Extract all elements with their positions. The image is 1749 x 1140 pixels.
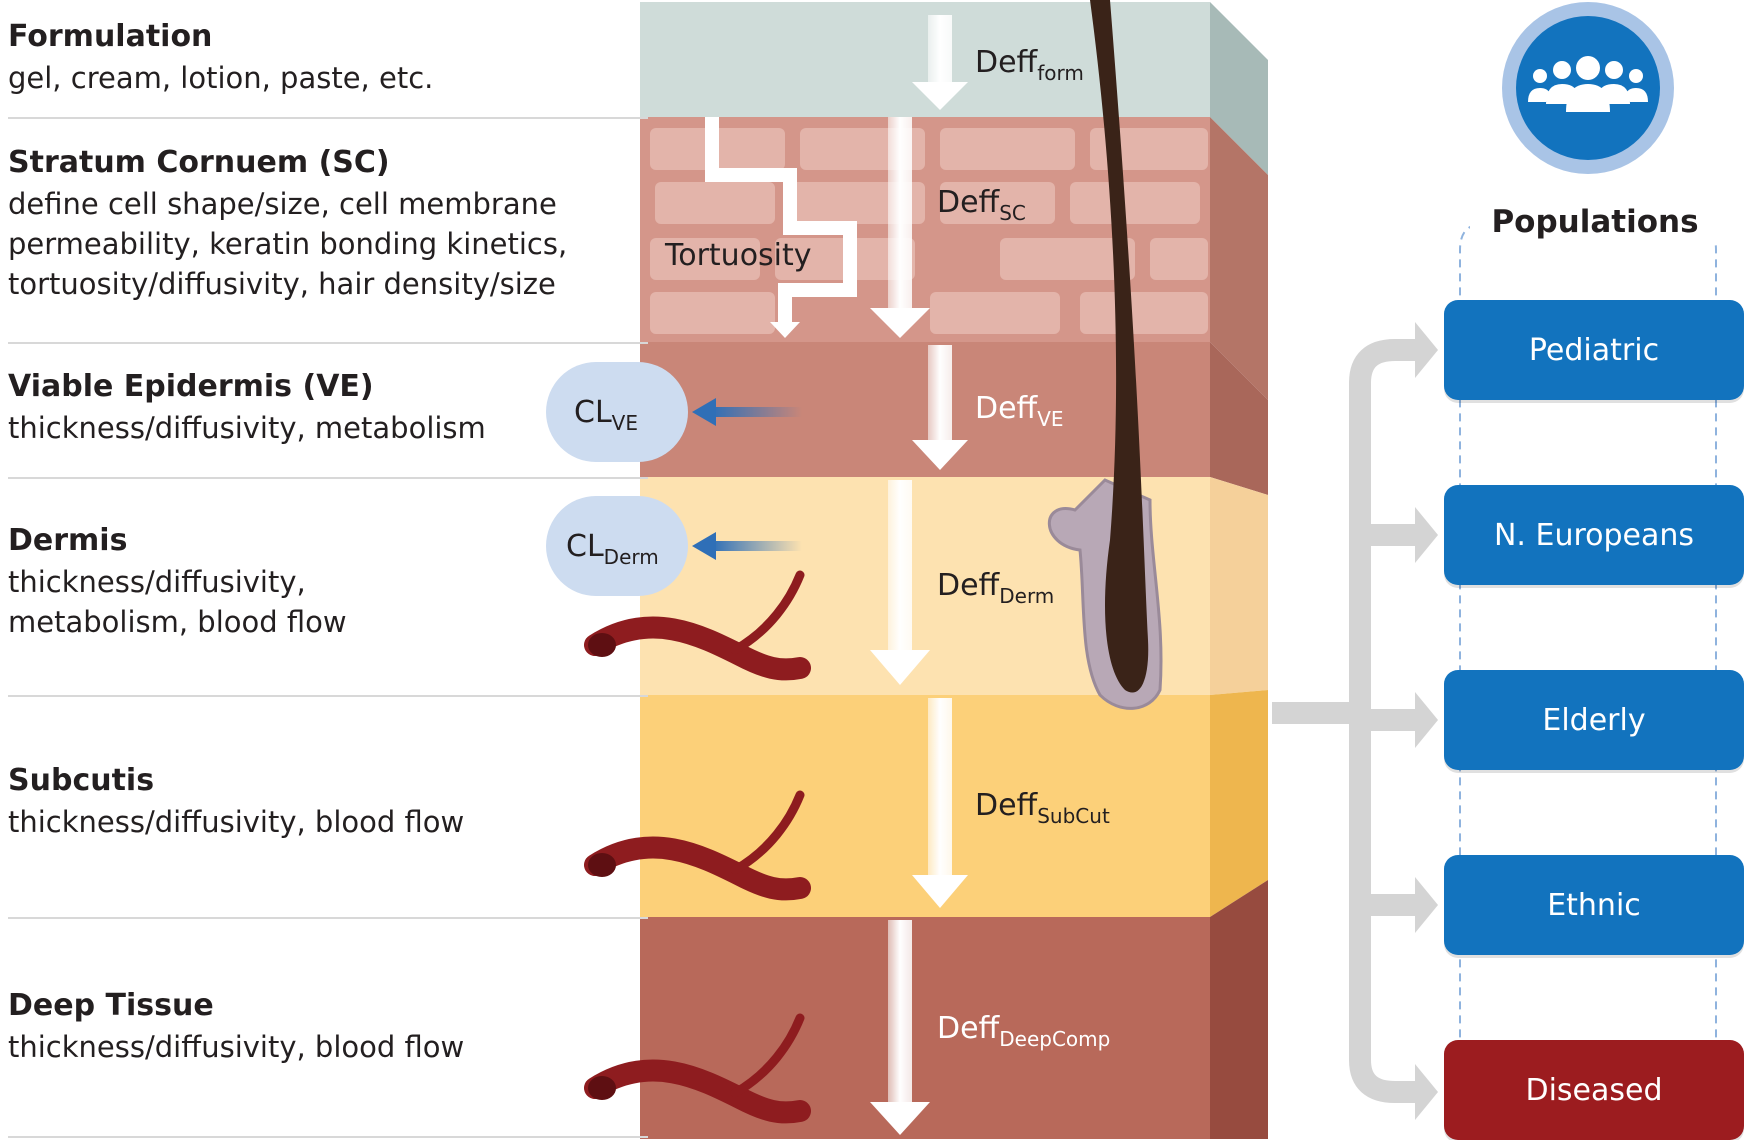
divider xyxy=(8,917,648,919)
layer-title: Deep Tissue xyxy=(8,985,648,1027)
layer-detail: thickness/diffusivity, metabolism xyxy=(8,408,648,448)
population-ethnic: Ethnic xyxy=(1444,855,1744,955)
population-n-europeans: N. Europeans xyxy=(1444,485,1744,585)
layer-detail: thickness/diffusivity, blood flow xyxy=(8,1027,648,1067)
divider xyxy=(8,117,648,119)
divider xyxy=(8,477,648,479)
layer-title: Formulation xyxy=(8,16,648,58)
layer-detail: permeability, keratin bonding kinetics, xyxy=(8,224,648,264)
population-elderly: Elderly xyxy=(1444,670,1744,770)
tortuosity-label: Tortuosity xyxy=(664,238,812,273)
layer-description-dermis: Dermis thickness/diffusivity, metabolism… xyxy=(8,520,648,642)
population-arrowheads xyxy=(1415,322,1438,1120)
layer-detail: gel, cream, lotion, paste, etc. xyxy=(8,58,648,98)
layer-description-stratum-corneum: Stratum Cornuem (SC) define cell shape/s… xyxy=(8,142,648,304)
layer-detail: metabolism, blood flow xyxy=(8,602,648,642)
divider xyxy=(8,695,648,697)
layer-title: Subcutis xyxy=(8,760,648,802)
layer-detail: tortuosity/diffusivity, hair density/siz… xyxy=(8,264,648,304)
population-connector xyxy=(1272,350,1420,1092)
layer-title: Stratum Cornuem (SC) xyxy=(8,142,648,184)
layer-description-deep-tissue: Deep Tissue thickness/diffusivity, blood… xyxy=(8,985,648,1067)
layer-description-viable-epidermis: Viable Epidermis (VE) thickness/diffusiv… xyxy=(8,366,648,448)
layer-description-subcutis: Subcutis thickness/diffusivity, blood fl… xyxy=(8,760,648,842)
divider xyxy=(8,342,648,344)
layer-title: Dermis xyxy=(8,520,648,562)
people-group-icon xyxy=(1502,2,1674,174)
population-diseased: Diseased xyxy=(1444,1040,1744,1140)
layer-detail: thickness/diffusivity, blood flow xyxy=(8,802,648,842)
population-pediatric: Pediatric xyxy=(1444,300,1744,400)
layer-title: Viable Epidermis (VE) xyxy=(8,366,648,408)
populations-title: Populations xyxy=(1470,200,1720,244)
layer-detail: thickness/diffusivity, xyxy=(8,562,648,602)
layer-detail: define cell shape/size, cell membrane xyxy=(8,184,648,224)
divider xyxy=(8,1136,648,1138)
layer-description-formulation: Formulation gel, cream, lotion, paste, e… xyxy=(8,16,648,98)
formulation-layer xyxy=(640,2,1210,117)
